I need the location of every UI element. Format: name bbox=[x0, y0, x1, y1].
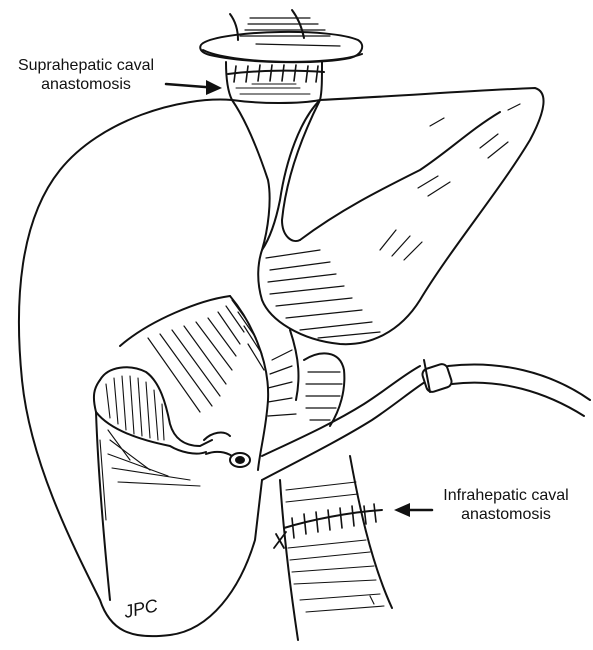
suprahepatic-arrow bbox=[166, 80, 222, 95]
infrahepatic-label-line1: Infrahepatic caval bbox=[426, 486, 586, 505]
artist-signature: JPC bbox=[121, 595, 160, 622]
liver-right-lobe bbox=[19, 100, 270, 637]
liver-left-lobe bbox=[258, 88, 543, 344]
suprahepatic-label: Suprahepatic caval anastomosis bbox=[6, 56, 166, 94]
suprahepatic-vena-cava bbox=[200, 10, 362, 103]
liver-hilum-region bbox=[120, 296, 344, 470]
infrahepatic-label-line2: anastomosis bbox=[426, 505, 586, 524]
suprahepatic-label-line2: anastomosis bbox=[6, 75, 166, 94]
gallbladder bbox=[94, 367, 250, 467]
infrahepatic-vena-cava bbox=[274, 456, 392, 640]
infrahepatic-label: Infrahepatic caval anastomosis bbox=[426, 486, 586, 524]
suprahepatic-label-line1: Suprahepatic caval bbox=[6, 56, 166, 75]
